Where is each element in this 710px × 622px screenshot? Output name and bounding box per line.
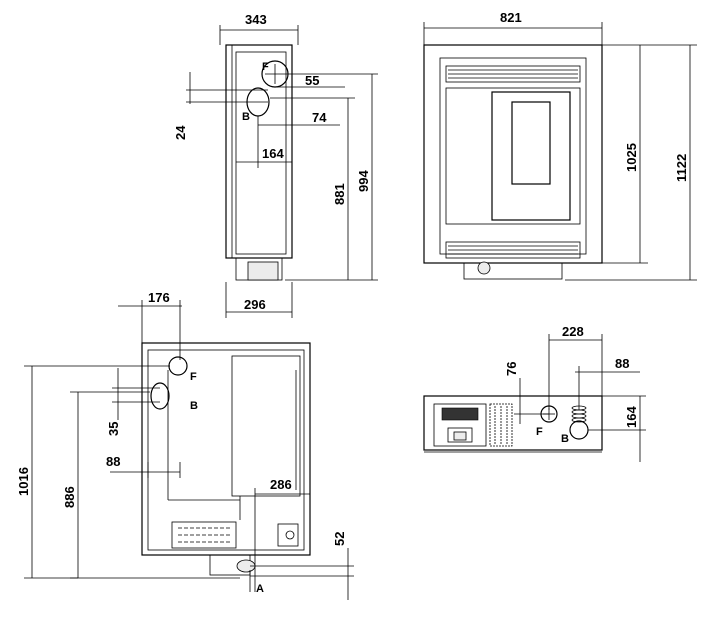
side-body-inner [235,51,287,255]
back-air-label: B [190,400,198,412]
dim-994: 994 [356,170,371,192]
front-glass-frame [491,91,571,221]
dim-286: 286 [270,477,292,492]
dim-88-top: 88 [615,356,629,371]
back-flue-label: F [190,371,197,383]
dim-886: 886 [62,486,77,508]
dim-176: 176 [148,290,170,305]
dim-164-top: 164 [624,406,639,428]
top-grid [489,403,513,447]
dim-821: 821 [500,10,522,25]
back-air-ellipse [150,382,170,410]
side-view: F B 343 296 55 74 24 164 881 994 [173,12,378,318]
top-hopper [433,403,487,447]
dim-296: 296 [244,297,266,312]
dim-88-back: 88 [106,454,120,469]
dim-228: 228 [562,324,584,339]
back-vent [171,521,237,549]
top-body-outline [423,395,603,451]
dim-164: 164 [262,146,284,161]
front-bottom-grille [445,241,581,259]
back-view: F B A 176 35 88 286 52 886 10 [16,290,354,600]
side-air-label: B [242,111,250,123]
dim-35: 35 [106,422,121,436]
dim-343: 343 [245,12,267,27]
front-view: 821 1025 1122 [423,10,697,281]
top-flue-label: F [536,426,543,438]
dim-881: 881 [332,183,347,205]
dim-1025: 1025 [624,143,639,172]
dim-1016: 1016 [16,467,31,496]
dim-24: 24 [173,125,188,140]
back-outlet-label: A [256,583,264,595]
front-door [445,87,581,225]
front-glass [511,101,551,185]
back-body-outline [141,342,311,556]
dim-1122: 1122 [674,154,689,182]
dim-52: 52 [332,532,347,546]
dim-74: 74 [312,110,327,125]
dim-55: 55 [305,73,319,88]
dim-76: 76 [504,362,519,376]
top-air-label: B [561,433,569,445]
back-right-panel [231,355,301,497]
side-flue-label: F [262,61,269,73]
front-top-grille [445,65,581,83]
top-view: F B 228 88 76 164 [423,324,646,462]
back-flue-circle [168,356,188,376]
top-air-circle [569,420,589,440]
front-base [463,262,563,280]
